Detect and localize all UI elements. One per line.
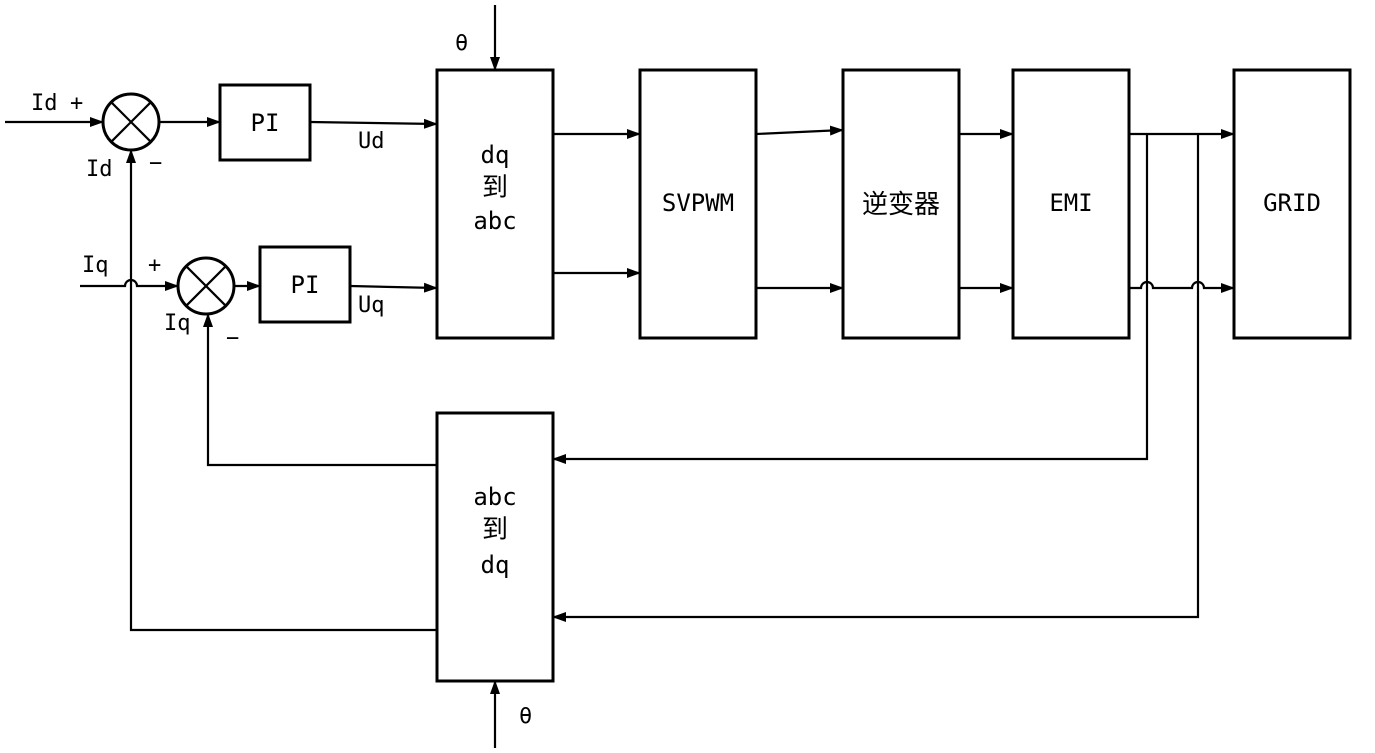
id-feedback-label: Id bbox=[86, 157, 113, 182]
feedback-bottom-line bbox=[552, 134, 1200, 622]
abc-to-dq-line2: 到 bbox=[482, 515, 508, 545]
grid-label: GRID bbox=[1263, 189, 1321, 217]
iq-ref-arrow bbox=[80, 278, 179, 291]
svpwm-to-inverter-top bbox=[755, 125, 844, 136]
pi-q-label: PI bbox=[291, 271, 320, 299]
iq-feedback-label: Iq bbox=[164, 311, 191, 336]
inverter-block bbox=[841, 68, 961, 340]
iq-ref-sign: + bbox=[148, 253, 161, 278]
id-feedback-line bbox=[126, 149, 437, 632]
abc-to-dq-line3: dq bbox=[481, 551, 510, 579]
ud-arrow bbox=[309, 118, 438, 129]
summing-junction-q bbox=[176, 256, 236, 316]
iq-feedback-line bbox=[203, 313, 437, 467]
pi-d-label: PI bbox=[251, 109, 280, 137]
id-feedback-sign: − bbox=[149, 151, 162, 176]
pi-q-block bbox=[258, 245, 352, 324]
theta-bottom-label: θ bbox=[519, 704, 532, 729]
abc-to-dq-line1: abc bbox=[473, 483, 516, 511]
iq-ref-label: Iq bbox=[82, 253, 109, 278]
iq-feedback-sign: − bbox=[226, 326, 239, 351]
svpwm-block bbox=[638, 68, 758, 340]
grid-block bbox=[1232, 68, 1352, 340]
dq-to-abc-line3: abc bbox=[473, 207, 516, 235]
emi-to-grid-bottom bbox=[1129, 280, 1235, 293]
svpwm-label: SVPWM bbox=[662, 189, 734, 217]
dq-to-abc-line1: dq bbox=[481, 141, 510, 169]
id-ref-label: Id bbox=[31, 91, 58, 116]
uq-label: Uq bbox=[358, 293, 385, 318]
uq-arrow bbox=[349, 282, 438, 293]
feedback-top-line bbox=[552, 134, 1149, 464]
theta-top-label: θ bbox=[455, 31, 468, 56]
summing-junction-d bbox=[101, 92, 161, 152]
id-ref-sign: + bbox=[70, 91, 83, 116]
abc-to-dq-block bbox=[435, 411, 555, 683]
dq-to-abc-line2: 到 bbox=[482, 173, 508, 203]
inverter-label: 逆变器 bbox=[862, 190, 940, 220]
dq-to-abc-block bbox=[435, 68, 555, 340]
ud-label: Ud bbox=[358, 129, 385, 154]
emi-label: EMI bbox=[1049, 189, 1092, 217]
emi-block bbox=[1011, 68, 1131, 340]
